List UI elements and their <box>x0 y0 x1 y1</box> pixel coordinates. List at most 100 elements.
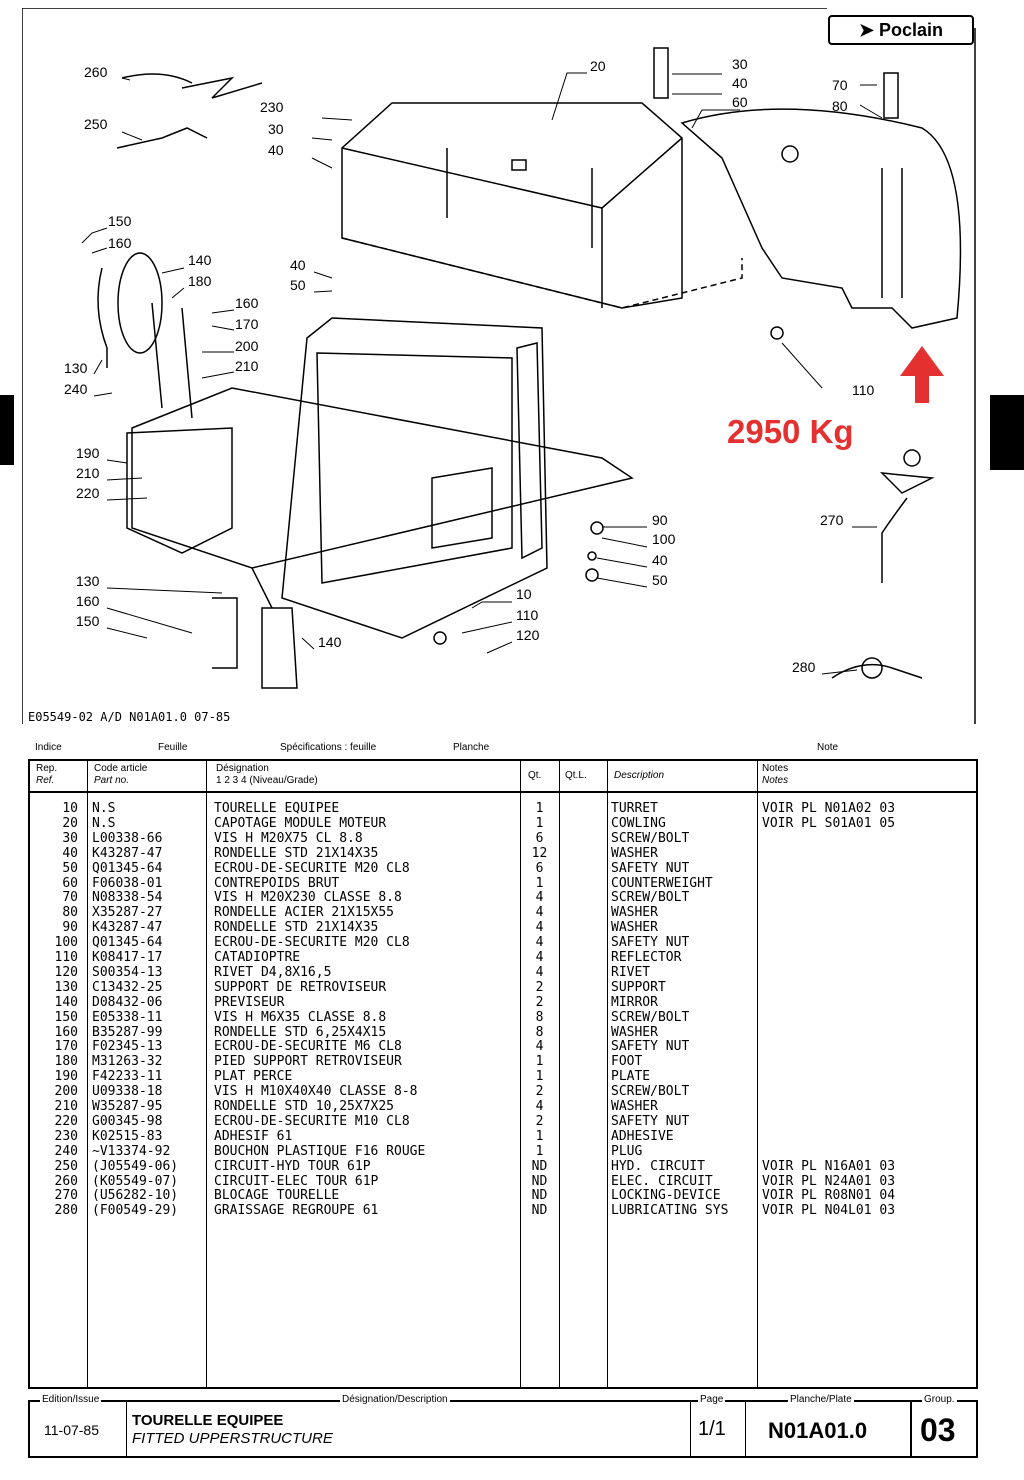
callout-170: 170 <box>235 316 259 332</box>
cell-des: RONDELLE STD 10,25X7X25 <box>214 1099 395 1114</box>
callout-220: 220 <box>76 485 100 501</box>
cell-desc: WASHER <box>611 1024 658 1040</box>
cell-note: VOIR PL N24A01 03 <box>762 1173 896 1189</box>
cell-des: RONDELLE STD 21X14X35 <box>214 845 379 861</box>
cell-desc: COUNTERWEIGHT <box>611 875 713 891</box>
cell-note: VOIR PL N16A01 03 <box>762 1158 896 1174</box>
cell-des: VIS H M20X230 CLASSE 8.8 <box>214 890 402 906</box>
cell-code: X35287-27 <box>92 905 163 921</box>
cell-qt: ND <box>531 1158 548 1174</box>
cell-des: ECROU-DE-SECURITE M10 CL8 <box>214 1113 410 1129</box>
cell-rep: 200 <box>54 1084 78 1100</box>
cell-qt: 12 <box>531 845 548 861</box>
right-edge-tab <box>990 395 1024 470</box>
cell-code: S00354-13 <box>92 964 163 980</box>
cell-code: (U56282-10) <box>92 1188 179 1204</box>
header-specifications: Spécifications : feuille <box>280 742 377 753</box>
callout-100: 100 <box>652 531 676 547</box>
cell-desc: WASHER <box>611 905 658 921</box>
cell-desc: WASHER <box>611 1099 658 1114</box>
cell-rep: 230 <box>54 1128 78 1144</box>
title-english: FITTED UPPERSTRUCTURE <box>132 1430 333 1447</box>
callout-210b: 210 <box>76 465 100 481</box>
cell-des: CONTREPOIDS BRUT <box>214 875 340 891</box>
cell-qt: 4 <box>535 1039 544 1055</box>
cell-desc: SCREW/BOLT <box>611 890 690 906</box>
cell-qt: 8 <box>535 1024 544 1040</box>
callout-230: 230 <box>260 99 284 115</box>
edition-label: Edition/Issue <box>40 1394 102 1405</box>
cell-qt: 6 <box>535 860 544 876</box>
cell-qt: 4 <box>535 920 544 936</box>
cell-code: L00338-66 <box>92 830 163 846</box>
cell-qt: 1 <box>535 875 544 891</box>
cell-rep: 120 <box>54 964 78 980</box>
group-number: 03 <box>920 1412 956 1448</box>
header-indice: Indice <box>35 742 62 753</box>
cell-rep: 280 <box>54 1203 78 1219</box>
cell-des: BOUCHON PLASTIQUE F16 ROUGE <box>214 1143 426 1159</box>
cell-desc: WASHER <box>611 920 658 936</box>
edition-date: 11-07-85 <box>44 1422 100 1438</box>
callout-150: 150 <box>108 213 132 229</box>
cell-qt: 1 <box>535 1128 544 1144</box>
cell-qt: 1 <box>535 1069 544 1085</box>
cell-rep: 190 <box>54 1069 78 1085</box>
cell-des: PREVISEUR <box>214 994 285 1010</box>
cell-desc: RIVET <box>611 964 651 980</box>
callout-70: 70 <box>832 77 848 93</box>
callout-180: 180 <box>188 273 212 289</box>
cell-code: ~V13374-92 <box>92 1143 171 1159</box>
cell-qt: 1 <box>535 815 544 831</box>
cell-rep: 250 <box>54 1158 78 1174</box>
cell-code: W35287-95 <box>92 1099 163 1114</box>
cell-des: ADHESIF 61 <box>214 1128 293 1144</box>
cell-code: Q01345-64 <box>92 935 163 951</box>
cell-qt: 4 <box>535 950 544 965</box>
callout-40d: 40 <box>652 552 668 568</box>
callout-20: 20 <box>590 58 606 74</box>
cell-desc: LOCKING-DEVICE <box>611 1188 721 1204</box>
callout-80: 80 <box>832 98 848 114</box>
callout-110b: 110 <box>516 607 539 623</box>
cell-des: SUPPORT DE RETROVISEUR <box>214 979 387 995</box>
callout-50b: 50 <box>652 572 668 588</box>
cell-desc: MIRROR <box>611 994 658 1010</box>
header-note: Note <box>817 742 839 753</box>
cell-qt: 6 <box>535 830 544 846</box>
cell-qt: 2 <box>535 979 544 995</box>
cell-rep: 50 <box>62 860 78 876</box>
cell-rep: 30 <box>62 830 78 846</box>
cell-qt: 2 <box>535 1113 544 1129</box>
cell-qt: 1 <box>535 1054 544 1070</box>
cell-rep: 10 <box>62 801 78 816</box>
page-number: 1/1 <box>698 1418 726 1440</box>
cell-des: RONDELLE STD 6,25X4X15 <box>214 1024 387 1040</box>
cell-desc: SAFETY NUT <box>611 1039 690 1055</box>
col-qtl: Qt.L. <box>565 770 587 781</box>
cell-des: PIED SUPPORT RETROVISEUR <box>214 1054 402 1070</box>
cell-des: VIS H M20X75 CL 8.8 <box>214 830 363 846</box>
cell-code: F42233-11 <box>92 1069 163 1085</box>
cell-qt: 4 <box>535 1099 544 1114</box>
callout-110: 110 <box>852 382 875 398</box>
cell-rep: 20 <box>62 815 78 831</box>
cell-des: ECROU-DE-SECURITE M20 CL8 <box>214 935 410 951</box>
header-feuille: Feuille <box>158 742 188 753</box>
cell-desc: SAFETY NUT <box>611 1113 690 1129</box>
cell-desc: PLATE <box>611 1069 651 1085</box>
title-block: Edition/Issue 11-07-85 Désignation/Descr… <box>28 1394 978 1458</box>
cell-des: PLAT PERCE <box>214 1069 293 1085</box>
cell-rep: 40 <box>62 845 78 861</box>
cell-qt: ND <box>531 1173 548 1189</box>
cell-code: N.S <box>92 801 116 816</box>
